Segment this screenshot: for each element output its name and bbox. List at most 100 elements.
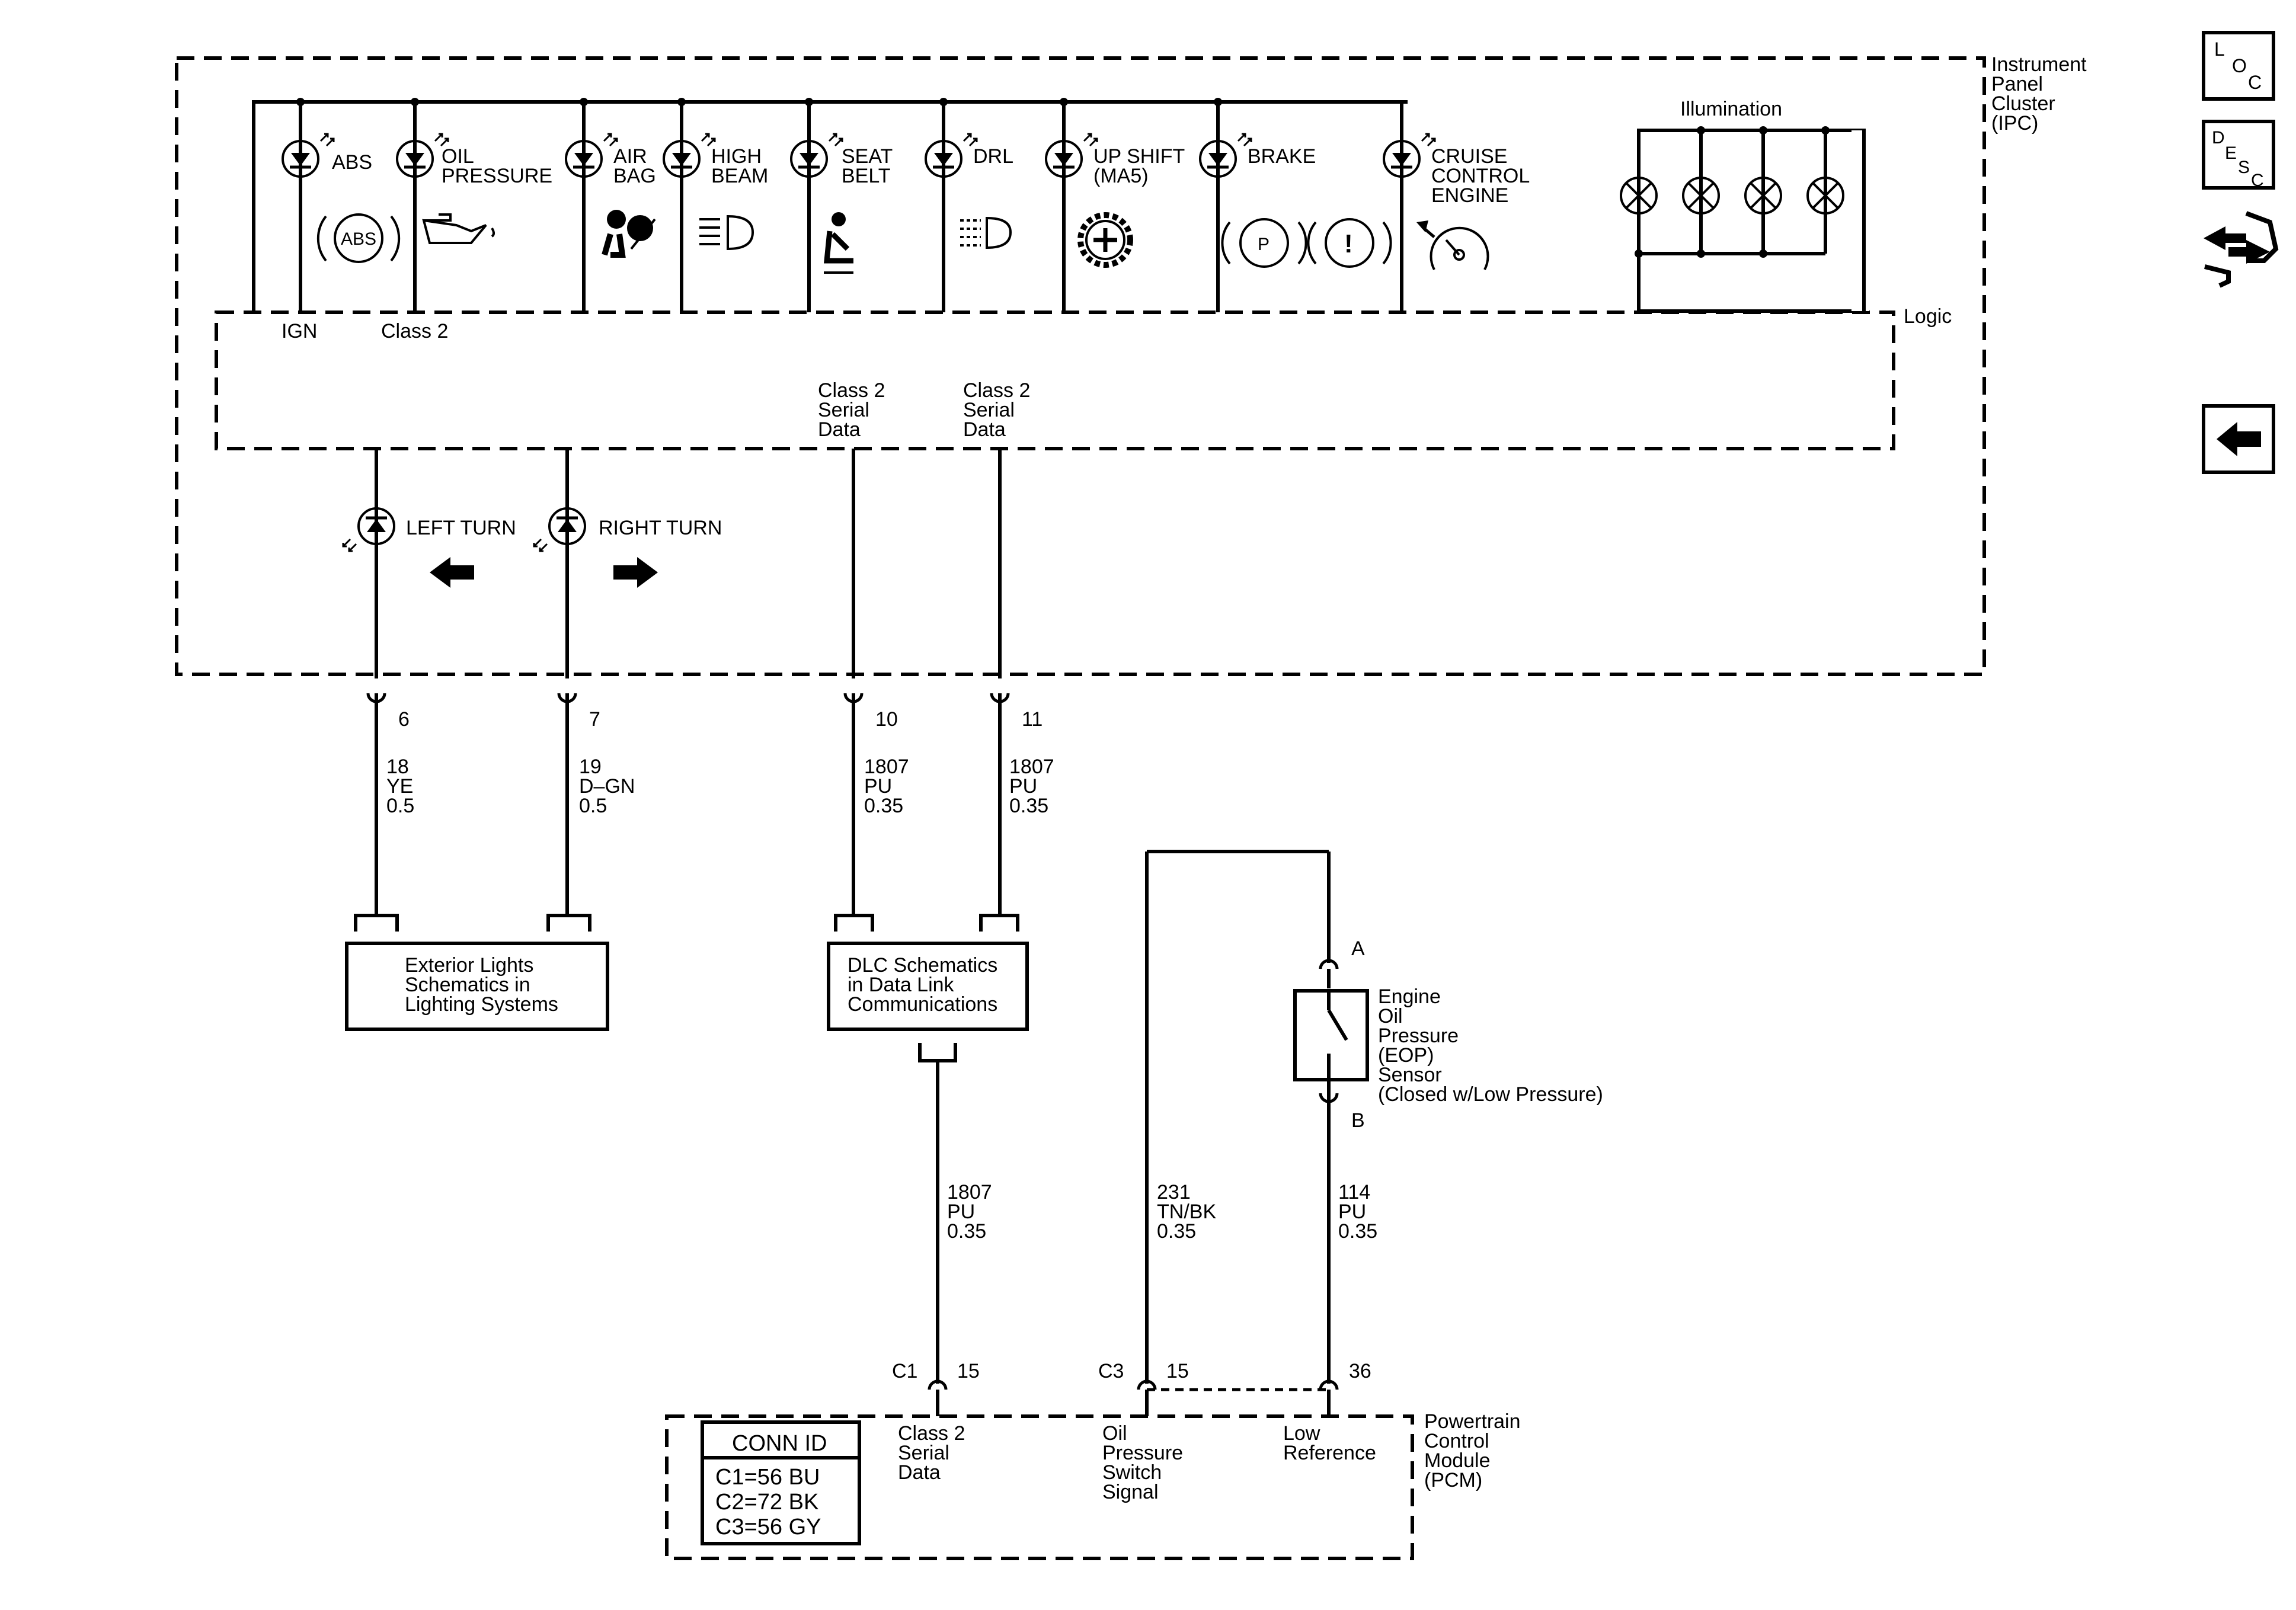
- loc-button[interactable]: L O C: [2202, 31, 2275, 101]
- back-button[interactable]: [2202, 404, 2275, 474]
- svg-text:231: 231: [1157, 1181, 1191, 1204]
- cruise-control-indicator: CRUISE CONTROL ENGINE: [1384, 134, 1530, 270]
- svg-text:1807: 1807: [947, 1181, 992, 1204]
- svg-text:Data: Data: [818, 418, 861, 441]
- svg-text:36: 36: [1349, 1360, 1371, 1382]
- back-arrow-icon: [2217, 422, 2261, 456]
- svg-text:P: P: [1258, 235, 1269, 254]
- svg-text:7: 7: [589, 708, 600, 731]
- conn-id-title: CONN ID: [732, 1431, 827, 1456]
- serial-data-label-pin11: Class 2 Serial Data: [963, 379, 1030, 441]
- svg-text:Exterior Lights: Exterior Lights: [405, 954, 533, 977]
- pcm-dashed-boundary: [665, 1414, 1414, 1560]
- harness-wires: [375, 693, 1002, 916]
- wire-label-pin10: 1807 PU 0.35: [864, 756, 909, 817]
- wire-label-231: 231 TN/BK 0.35: [1157, 1181, 1216, 1243]
- svg-text:C3: C3: [1098, 1360, 1124, 1382]
- pcm-connector-pins: C1 15 C3 15 36: [892, 1360, 1371, 1416]
- wire-label-114: 114 PU 0.35: [1338, 1181, 1377, 1243]
- svg-text:(MA5): (MA5): [1093, 165, 1149, 187]
- cruise-speedometer-icon: [1416, 220, 1489, 270]
- svg-text:D–GN: D–GN: [579, 775, 635, 798]
- svg-text:Instrument: Instrument: [1991, 53, 2087, 76]
- svg-text:B: B: [1351, 1109, 1365, 1132]
- drl-indicator: DRL: [926, 134, 1013, 249]
- conn-id-c1: C1=56 BU: [715, 1465, 820, 1490]
- svg-text:BRAKE: BRAKE: [1248, 145, 1316, 168]
- svg-text:ABS: ABS: [341, 229, 376, 249]
- exterior-lights-block[interactable]: Exterior Lights Schematics in Lighting S…: [345, 914, 609, 1031]
- svg-text:Cluster: Cluster: [1991, 92, 2055, 115]
- svg-text:Data: Data: [963, 418, 1006, 441]
- svg-text:Communications: Communications: [848, 993, 997, 1016]
- up-shift-gear-icon: [1077, 212, 1133, 268]
- svg-text:Sensor: Sensor: [1378, 1064, 1442, 1086]
- wire-label-pin7: 19 D–GN 0.5: [579, 756, 635, 817]
- svg-text:S: S: [2238, 158, 2250, 177]
- left-turn-indicator: LEFT TURN: [343, 508, 516, 588]
- svg-text:E: E: [2225, 143, 2237, 163]
- svg-text:Class 2: Class 2: [818, 379, 885, 402]
- svg-text:Signal: Signal: [1102, 1481, 1159, 1503]
- svg-text:(IPC): (IPC): [1991, 112, 2038, 135]
- wire-label-pin11: 1807 PU 0.35: [1009, 756, 1054, 817]
- svg-text:L: L: [2214, 39, 2225, 60]
- svg-text:114: 114: [1338, 1181, 1370, 1204]
- drl-icon: [960, 216, 1012, 249]
- seat-belt-icon: [824, 212, 853, 274]
- svg-text:Low: Low: [1283, 1422, 1320, 1445]
- svg-text:ENGINE: ENGINE: [1431, 184, 1508, 207]
- svg-text:!: !: [1344, 229, 1353, 258]
- svg-text:O: O: [2232, 55, 2247, 76]
- pcm-low-ref-label: Low Reference: [1283, 1422, 1376, 1464]
- indicator-feed-lines: [252, 102, 1403, 312]
- svg-text:BAG: BAG: [613, 165, 656, 187]
- svg-text:DLC Schematics: DLC Schematics: [848, 954, 997, 977]
- svg-text:Module: Module: [1424, 1449, 1491, 1472]
- airbag-icon: [602, 210, 656, 258]
- svg-text:(PCM): (PCM): [1424, 1469, 1482, 1491]
- pcm-oil-signal-label: Oil Pressure Switch Signal: [1102, 1422, 1183, 1503]
- svg-text:Reference: Reference: [1283, 1442, 1376, 1464]
- seat-belt-indicator: SEAT BELT: [791, 134, 893, 274]
- svg-text:Schematics in: Schematics in: [405, 974, 530, 996]
- conn-id-c3: C3=56 GY: [715, 1515, 821, 1539]
- svg-text:Powertrain: Powertrain: [1424, 1410, 1521, 1433]
- svg-text:Switch: Switch: [1102, 1461, 1162, 1484]
- ipc-connector-pins: 6 7 10 11: [368, 693, 1043, 731]
- svg-text:RIGHT TURN: RIGHT TURN: [599, 517, 722, 539]
- svg-text:1807: 1807: [864, 756, 909, 778]
- dlc-schematics-block[interactable]: DLC Schematics in Data Link Communicatio…: [827, 914, 1029, 1062]
- svg-text:DRL: DRL: [973, 145, 1013, 168]
- svg-text:Class 2: Class 2: [898, 1422, 965, 1445]
- high-beam-icon: [699, 215, 754, 251]
- ipc-dashed-boundary: [175, 56, 1986, 676]
- svg-text:(Closed w/Low Pressure): (Closed w/Low Pressure): [1378, 1083, 1603, 1106]
- svg-text:0.5: 0.5: [579, 795, 607, 817]
- svg-text:(EOP): (EOP): [1378, 1044, 1434, 1067]
- connector-end-view-button[interactable]: [2204, 211, 2279, 288]
- desc-button[interactable]: D E S C: [2202, 120, 2275, 190]
- airbag-indicator: AIR BAG: [566, 134, 656, 258]
- svg-text:BEAM: BEAM: [711, 165, 768, 187]
- brake-indicator: BRAKE P !: [1200, 134, 1392, 268]
- left-arrow-icon: [430, 557, 474, 588]
- brake-park-icon: P: [1221, 218, 1307, 268]
- svg-text:Pressure: Pressure: [1102, 1442, 1183, 1464]
- svg-text:UP SHIFT: UP SHIFT: [1093, 145, 1185, 168]
- svg-text:0.5: 0.5: [386, 795, 414, 817]
- svg-text:A: A: [1351, 937, 1365, 960]
- svg-text:0.35: 0.35: [947, 1220, 986, 1243]
- svg-text:10: 10: [875, 708, 898, 731]
- svg-text:Illumination: Illumination: [1680, 98, 1782, 120]
- svg-text:BELT: BELT: [842, 165, 891, 187]
- pcm-class2-label: Class 2 Serial Data: [898, 1422, 965, 1484]
- ipc-output-wires: [375, 449, 1002, 678]
- svg-text:OIL: OIL: [442, 145, 474, 168]
- svg-text:C: C: [2251, 171, 2264, 190]
- svg-text:in Data Link: in Data Link: [848, 974, 955, 996]
- wire-label-dlc-pcm: 1807 PU 0.35: [947, 1181, 992, 1243]
- conn-id-table: CONN ID C1=56 BU C2=72 BK C3=56 GY: [701, 1420, 861, 1545]
- class2-label: Class 2: [381, 320, 448, 343]
